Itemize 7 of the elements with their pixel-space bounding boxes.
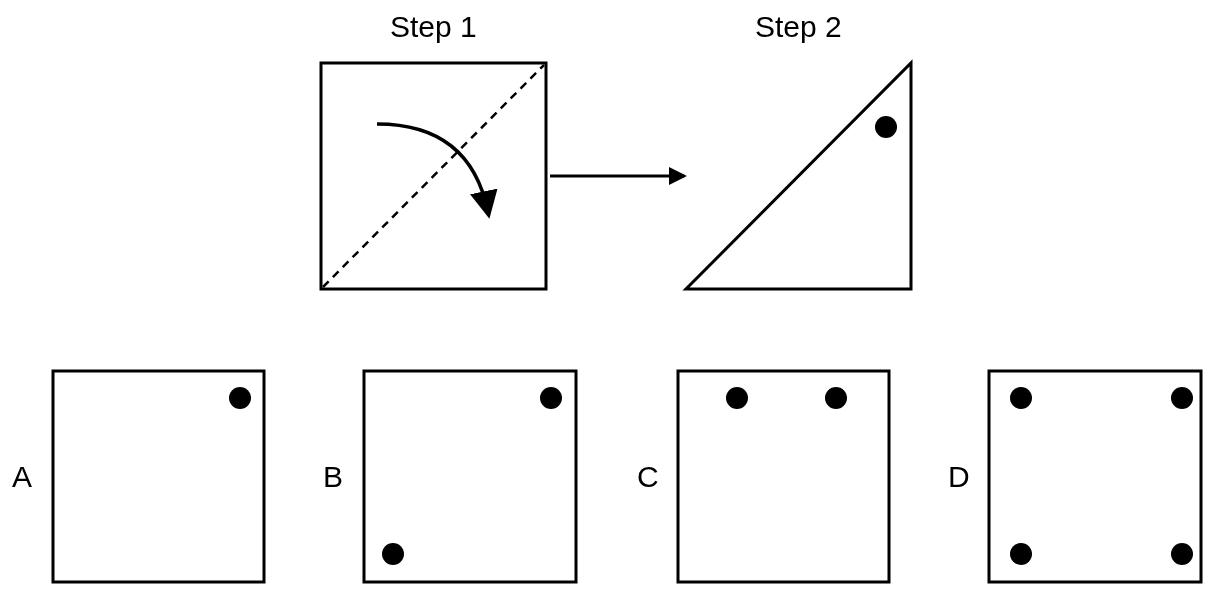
- option-letter: A: [12, 459, 32, 494]
- step-heading: Step 1: [390, 10, 477, 44]
- option-letter: D: [948, 459, 970, 494]
- option-letter: C: [637, 459, 659, 494]
- option-letter: B: [323, 459, 343, 494]
- arrow: [550, 167, 687, 185]
- step-heading: Step 2: [755, 10, 842, 44]
